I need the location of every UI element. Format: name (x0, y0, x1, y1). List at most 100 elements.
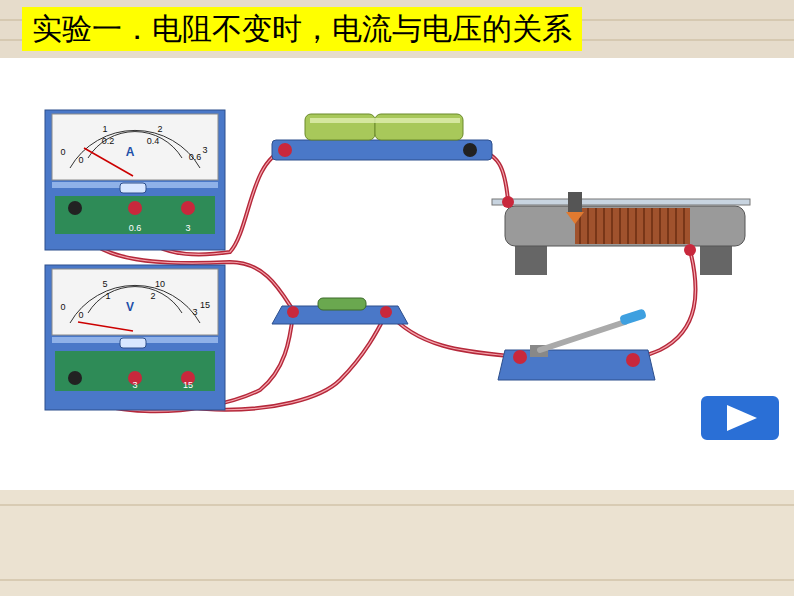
battery-symbol-part (272, 140, 492, 160)
rheostat-symbol-part (566, 212, 584, 224)
rheostat-symbol-part (683, 208, 685, 244)
ammeter-symbol (45, 110, 225, 250)
slide-background-part (0, 0, 794, 58)
rheostat-symbol-part (568, 192, 582, 214)
voltmeter-symbol (45, 265, 225, 410)
rheostat-symbol-part (684, 244, 696, 256)
switch-symbol (498, 308, 655, 380)
rheostat-symbol (492, 192, 750, 275)
voltmeter-symbol-part (78, 322, 133, 331)
scale-number: 2 (157, 124, 162, 134)
scale-number: 0.4 (147, 136, 160, 146)
resistor-symbol (272, 298, 408, 324)
scale-number: 0 (60, 302, 65, 312)
rheostat-symbol-part (675, 208, 677, 244)
ammeter-symbol-part (52, 114, 218, 180)
scale-number: 0 (78, 310, 83, 320)
unit-symbol: V (126, 302, 134, 312)
slide-background-part (0, 505, 794, 580)
switch-symbol-part (513, 350, 527, 364)
voltmeter-symbol-part (70, 285, 200, 323)
battery-symbol-part (463, 143, 477, 157)
scale-number: 15 (200, 300, 210, 310)
scale-number: 2 (150, 291, 155, 301)
wires-highlight-part (633, 250, 696, 360)
voltmeter-box: 0510150123V315 (45, 265, 225, 410)
wires-part (633, 250, 696, 360)
ammeter-box: 012300.20.40.6A0.63 (45, 110, 225, 250)
scale-number: 3 (202, 145, 207, 155)
battery-symbol-part (375, 114, 463, 140)
rheostat-symbol-part (643, 208, 645, 244)
terminal-label: 0.6 (129, 223, 142, 233)
scale-number: 1 (102, 124, 107, 134)
rheostat-symbol-part (502, 196, 514, 208)
switch-symbol-part (619, 308, 647, 326)
ammeter-symbol-part (55, 196, 215, 234)
scale-number: 0 (78, 155, 83, 165)
scale-number: 3 (192, 307, 197, 317)
switch-symbol-part (540, 322, 625, 350)
battery-symbol-part (305, 114, 375, 140)
rheostat-symbol-part (619, 208, 621, 244)
rheostat-symbol-part (667, 208, 669, 244)
scale-number: 0.6 (189, 152, 202, 162)
ammeter-symbol-part (120, 183, 146, 193)
rheostat-symbol-part (603, 208, 605, 244)
ammeter-symbol-part (68, 201, 82, 215)
wires-part (388, 312, 520, 357)
voltmeter-symbol-part (55, 351, 215, 391)
scale-number: 10 (155, 279, 165, 289)
battery-symbol (272, 114, 492, 160)
rheostat-symbol-part (651, 208, 653, 244)
rheostat-symbol-part (575, 208, 690, 244)
switch-symbol-part (626, 353, 640, 367)
rheostat-symbol-part (580, 208, 684, 244)
ammeter-symbol-part (128, 201, 142, 215)
play-button-part (727, 405, 757, 431)
scale-number: 0.2 (102, 136, 115, 146)
wires-highlight-part (388, 312, 520, 357)
battery-symbol-part (310, 118, 460, 123)
rheostat-symbol-part (611, 208, 613, 244)
rheostat-symbol-part (659, 208, 661, 244)
terminal-label: 15 (183, 380, 193, 390)
rheostat-symbol-part (505, 206, 745, 246)
ammeter-symbol-part (70, 130, 200, 168)
voltmeter-symbol-part (68, 371, 82, 385)
ammeter-symbol-part (45, 110, 225, 250)
scale-number: 0 (60, 147, 65, 157)
play-button-part (700, 395, 780, 441)
rheostat-symbol-part (627, 208, 629, 244)
rheostat-symbol-part (595, 208, 597, 244)
ammeter-symbol-part (84, 148, 133, 176)
ammeter-symbol-part (181, 201, 195, 215)
title-band: 实验一．电阻不变时，电流与电压的关系 (22, 7, 582, 51)
resistor-symbol-part (380, 306, 392, 318)
rheostat-symbol-part (587, 208, 589, 244)
rheostat-symbol-part (635, 208, 637, 244)
voltmeter-symbol-part (120, 338, 146, 348)
voltmeter-symbol-part (45, 265, 225, 410)
unit-symbol: A (126, 147, 135, 157)
terminal-label: 3 (185, 223, 190, 233)
voltmeter-symbol-part (88, 287, 182, 313)
slide-background-part (0, 58, 794, 490)
resistor-symbol-part (287, 306, 299, 318)
play-button (700, 395, 780, 441)
scale-number: 1 (105, 291, 110, 301)
terminal-label: 3 (132, 380, 137, 390)
switch-symbol-part (498, 350, 655, 380)
battery-symbol-part (278, 143, 292, 157)
rheostat-symbol-part (492, 199, 750, 205)
slide-background-part (0, 490, 794, 596)
ammeter-symbol-part (88, 132, 182, 158)
scale-number: 5 (102, 279, 107, 289)
voltmeter-symbol-part (52, 269, 218, 335)
resistor-symbol-part (318, 298, 366, 310)
